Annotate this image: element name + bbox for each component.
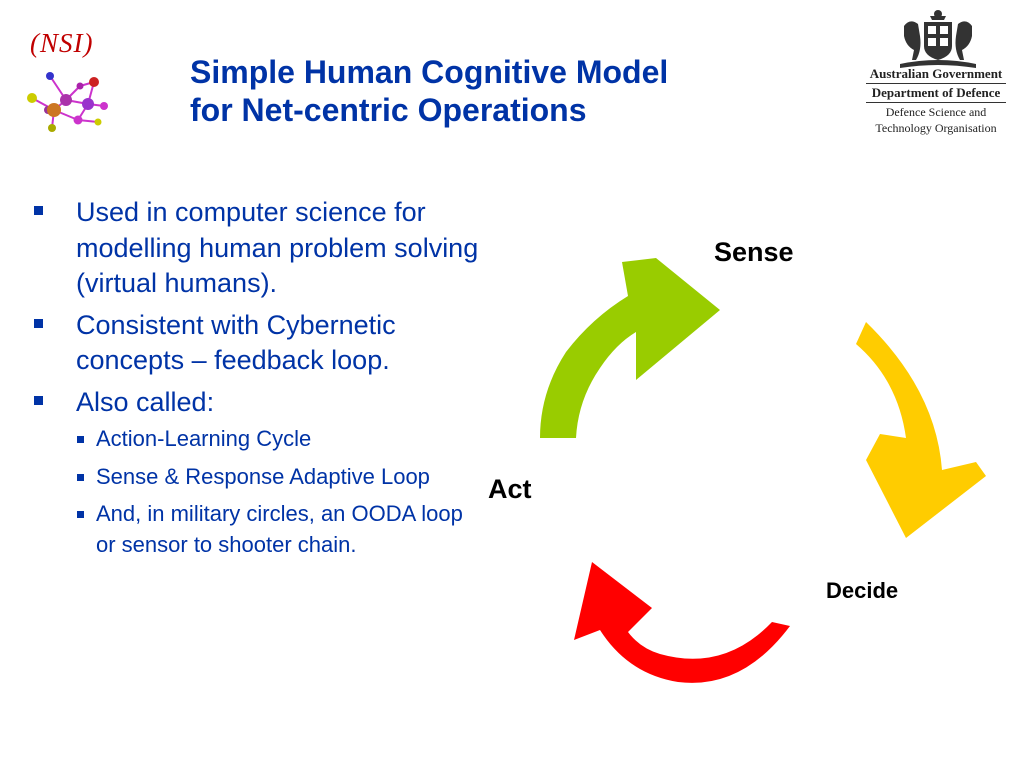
sub-bullet-marker [77,436,84,443]
bullet-text: Used in computer science for modelling h… [76,197,479,298]
bullet-item: Also called: Action-Learning Cycle Sense… [32,385,482,561]
nsi-label: (NSI) [30,28,94,58]
bullet-marker [34,318,43,328]
sub-bullet-marker [77,473,84,481]
sub-bullet-marker [77,511,84,518]
decide-to-act-arrow [574,562,790,683]
australian-coat-of-arms-icon [900,10,976,68]
agency-line-3: Defence Science and [885,105,987,119]
sub-bullet-text: Sense & Response Adaptive Loop [96,463,430,489]
agency-line-2: Department of Defence [871,85,1001,100]
sense-label: Sense [714,237,794,267]
sub-bullet-text: Action-Learning Cycle [96,426,312,451]
molecule-network-icon [27,72,108,132]
decide-label: Decide [826,578,899,603]
bullet-list: Used in computer science for modelling h… [32,195,482,567]
act-to-sense-arrow [540,258,720,438]
agency-line-4: Technology Organisation [875,121,997,135]
bullet-item: Used in computer science for modelling h… [32,195,482,302]
bullet-item: Consistent with Cybernetic concepts – fe… [32,308,482,379]
page-title: Simple Human Cognitive Model for Net-cen… [190,53,830,129]
act-label: Act [488,474,532,504]
title-line-1: Simple Human Cognitive Model [190,54,669,90]
sub-bullet-text: And, in military circles, an OODA loop o… [96,501,463,557]
sub-bullet-item: Sense & Response Adaptive Loop [76,462,482,493]
cycle-diagram [540,258,986,683]
agency-divider-1 [866,83,1006,84]
bullet-marker [34,395,43,405]
sub-bullet-item: And, in military circles, an OODA loop o… [76,499,482,560]
bullet-marker [34,206,43,215]
sub-bullet-list: Action-Learning Cycle Sense & Response A… [76,424,482,560]
bullet-text: Also called: [76,386,215,417]
sense-to-decide-arrow [856,322,986,538]
title-line-2: for Net-centric Operations [190,92,587,128]
agency-line-1: Australian Government [869,66,1003,81]
agency-divider-2 [866,102,1006,103]
sub-bullet-item: Action-Learning Cycle [76,424,482,455]
bullet-text: Consistent with Cybernetic concepts – fe… [76,309,396,376]
government-agency-block: Australian Government Department of Defe… [858,66,1014,136]
